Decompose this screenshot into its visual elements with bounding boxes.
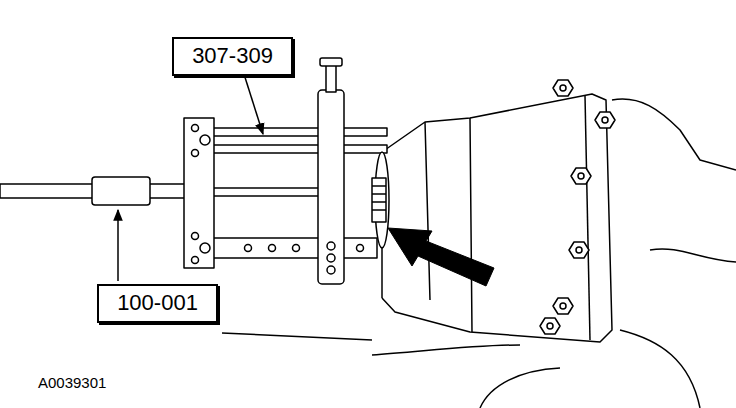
bolt	[553, 80, 573, 96]
forcing-screw	[326, 64, 336, 92]
slide-hammer-weight	[92, 177, 150, 205]
housing-edge	[425, 118, 472, 332]
output-shaft	[372, 178, 386, 222]
bolt	[553, 298, 573, 314]
callout-box: 100-001	[97, 284, 218, 323]
callout-box: 307-309	[172, 37, 293, 76]
tool-number: 100-001	[117, 290, 198, 316]
pointer-arrow	[388, 228, 494, 286]
bolt	[595, 112, 615, 128]
tool-number: 307-309	[192, 43, 273, 69]
frame-outline	[620, 330, 700, 408]
bolt	[540, 318, 560, 334]
leader-line	[243, 71, 263, 134]
bolt	[571, 168, 591, 184]
figure-id: A0039301	[38, 374, 106, 391]
puller-rod	[212, 128, 387, 136]
puller-screw	[212, 195, 322, 197]
frame-outline	[612, 99, 736, 170]
puller-screw	[212, 187, 322, 189]
bolt	[569, 242, 589, 258]
puller-plate	[184, 118, 214, 268]
housing-edge	[372, 345, 520, 355]
housing-flange	[585, 96, 590, 340]
frame-outline	[650, 249, 736, 262]
screw-head	[320, 58, 342, 66]
puller-crossbar	[318, 90, 344, 284]
housing-outline	[382, 94, 612, 342]
puller-rod	[212, 145, 387, 153]
puller-rod	[212, 238, 377, 258]
leader-line	[117, 210, 119, 281]
frame-outline	[480, 368, 560, 408]
leader-line	[222, 333, 372, 340]
